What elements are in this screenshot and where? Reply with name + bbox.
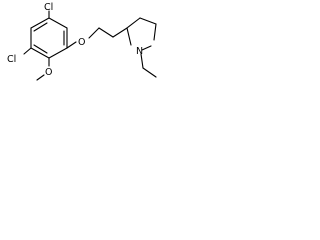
benzene-ring (30, 17, 68, 59)
bond-ch2-ch3 (142, 67, 157, 78)
chemical-structure-diagram: Cl Cl O O N (7, 2, 157, 81)
ring-bond (30, 47, 50, 59)
ring-double-bond (33, 44, 48, 54)
atom-label-n: N (136, 46, 143, 57)
bond-o-methyl (36, 74, 45, 81)
bond-n-ch2 (140, 53, 144, 69)
bond-o-ch2 (88, 27, 100, 39)
ring-bond (30, 17, 50, 29)
atom-label-o-ether: O (78, 37, 85, 48)
bond-ch2-ch2 (98, 27, 114, 38)
atom-label-cl-top: Cl (44, 2, 53, 13)
bond-c-o-ether (66, 41, 77, 49)
ring-bond (48, 47, 68, 59)
atom-label-cl-left: Cl (7, 54, 16, 65)
atom-label-o-methoxy: O (45, 67, 52, 78)
ring-double-bond (33, 22, 48, 32)
ring-bond (126, 17, 141, 29)
bond-ch2-ring (112, 27, 128, 38)
ring-bond (126, 27, 132, 46)
ring-bond (48, 17, 68, 29)
ring-bond (153, 23, 157, 41)
bond-c-cl-left (23, 47, 32, 55)
ring-bond (139, 17, 157, 25)
ring-bond (141, 45, 152, 51)
pyrrolidine-ring (126, 17, 157, 51)
